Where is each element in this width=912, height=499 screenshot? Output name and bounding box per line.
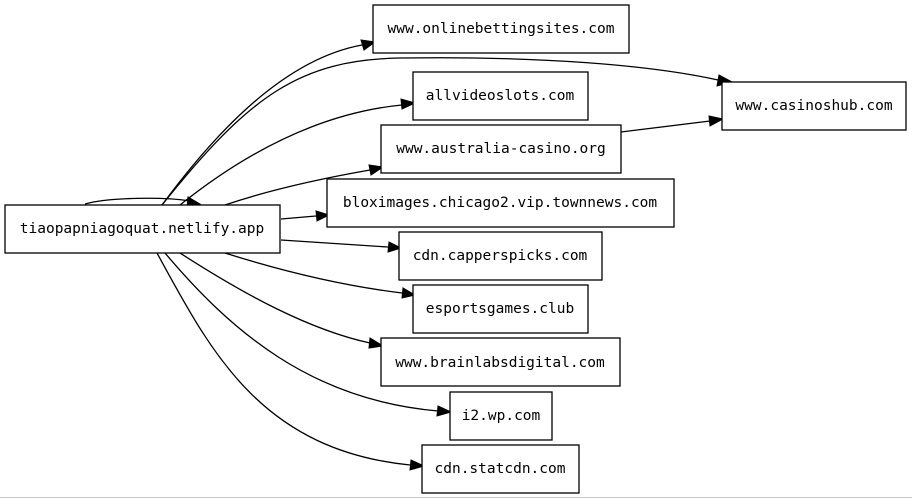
nodes: tiaopapniagoquat.netlify.app www.onlineb… — [4, 4, 907, 494]
node-label: esportsgames.club — [426, 301, 574, 317]
edge-source-to-brainlabs — [179, 252, 385, 349]
edge-source-to-australiacasino — [224, 164, 385, 206]
node-capperspicks: cdn.capperspicks.com — [398, 231, 603, 281]
edge-source-to-i2wp — [164, 252, 453, 417]
node-label: www.casinoshub.com — [735, 98, 892, 114]
node-label: cdn.statcdn.com — [435, 461, 566, 477]
node-label: cdn.capperspicks.com — [413, 248, 588, 264]
node-brainlabs: www.brainlabsdigital.com — [380, 337, 621, 387]
node-label: bloximages.chicago2.vip.townnews.com — [343, 195, 658, 211]
node-casinoshub: www.casinoshub.com — [721, 81, 907, 131]
node-label: www.onlinebettingsites.com — [388, 21, 615, 37]
node-australiacasino: www.australia-casino.org — [380, 124, 622, 174]
edge-source-to-bloximages — [280, 210, 331, 222]
edge-australiacasino-to-casinoshub — [620, 115, 725, 133]
node-label: www.brainlabsdigital.com — [395, 355, 605, 371]
node-allvideoslots: allvideoslots.com — [412, 71, 589, 121]
node-label: allvideoslots.com — [426, 88, 575, 104]
node-onlinebetting: www.onlinebettingsites.com — [372, 4, 630, 54]
node-label: www.australia-casino.org — [396, 141, 606, 157]
node-source: tiaopapniagoquat.netlify.app — [4, 204, 281, 254]
edge-source-to-statcdn — [156, 252, 426, 471]
node-label: i2.wp.com — [462, 408, 541, 424]
node-statcdn: cdn.statcdn.com — [421, 444, 580, 494]
edges — [84, 39, 734, 471]
node-bloximages: bloximages.chicago2.vip.townnews.com — [326, 178, 675, 228]
node-esportsgames: esportsgames.club — [412, 284, 589, 334]
edge-source-to-capperspicks — [280, 239, 403, 253]
edge-source-to-allvideoslots — [179, 98, 417, 206]
edge-source-to-onlinebetting — [161, 39, 377, 206]
edge-source-to-esportsgames — [224, 252, 417, 299]
node-i2wp: i2.wp.com — [449, 391, 553, 441]
node-label: tiaopapniagoquat.netlify.app — [20, 221, 264, 237]
